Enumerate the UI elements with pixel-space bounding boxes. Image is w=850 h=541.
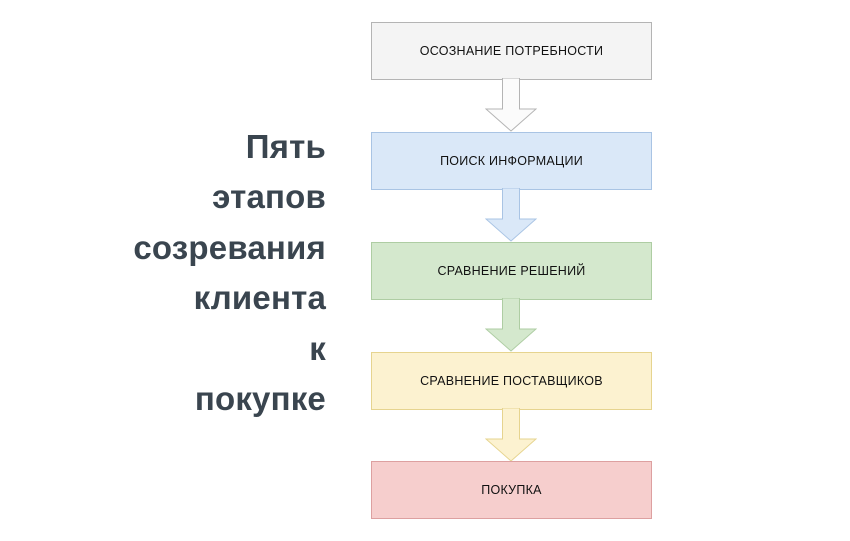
diagram-title: Пять этапов созревания клиента к покупке bbox=[133, 128, 326, 418]
flow-node-label: ПОИСК ИНФОРМАЦИИ bbox=[440, 153, 583, 168]
arrow-down-icon-supplier-to-purchase bbox=[485, 408, 537, 462]
flow-node-supplier-comparison[interactable]: СРАВНЕНИЕ ПОСТАВЩИКОВ bbox=[371, 352, 652, 410]
flow-node-information-search[interactable]: ПОИСК ИНФОРМАЦИИ bbox=[371, 132, 652, 190]
flow-node-solution-comparison[interactable]: СРАВНЕНИЕ РЕШЕНИЙ bbox=[371, 242, 652, 300]
flow-node-purchase[interactable]: ПОКУПКА bbox=[371, 461, 652, 519]
flow-node-label: СРАВНЕНИЕ ПОСТАВЩИКОВ bbox=[420, 373, 603, 388]
arrow-down-icon-awareness-to-search bbox=[485, 78, 537, 132]
arrow-down-icon-search-to-solution bbox=[485, 188, 537, 242]
flow-node-label: ПОКУПКА bbox=[481, 482, 542, 497]
arrow-down-icon-solution-to-supplier bbox=[485, 298, 537, 352]
flow-node-label: ОСОЗНАНИЕ ПОТРЕБНОСТИ bbox=[419, 43, 604, 58]
flow-node-label: СРАВНЕНИЕ РЕШЕНИЙ bbox=[437, 263, 586, 278]
flow-node-awareness[interactable]: ОСОЗНАНИЕ ПОТРЕБНОСТИ bbox=[371, 22, 652, 80]
flow-chart: ОСОЗНАНИЕ ПОТРЕБНОСТИ ПОИСК ИНФОРМАЦИИ С… bbox=[371, 22, 652, 519]
